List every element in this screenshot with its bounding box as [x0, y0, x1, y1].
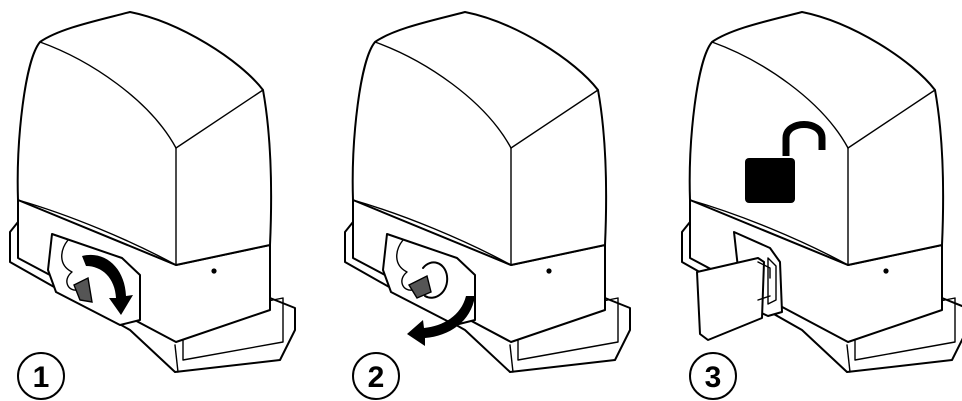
step-1-number: 1 [33, 361, 50, 394]
step-2-panel: 2 [345, 12, 630, 399]
step-1-panel: 1 [10, 12, 295, 399]
step-3-number: 3 [705, 361, 722, 394]
step-2-number: 2 [368, 361, 385, 394]
motor-body-2 [345, 12, 630, 372]
motor-body-1 [10, 12, 295, 372]
step-3-panel: 3 [682, 12, 962, 399]
open-door-3 [697, 258, 764, 340]
